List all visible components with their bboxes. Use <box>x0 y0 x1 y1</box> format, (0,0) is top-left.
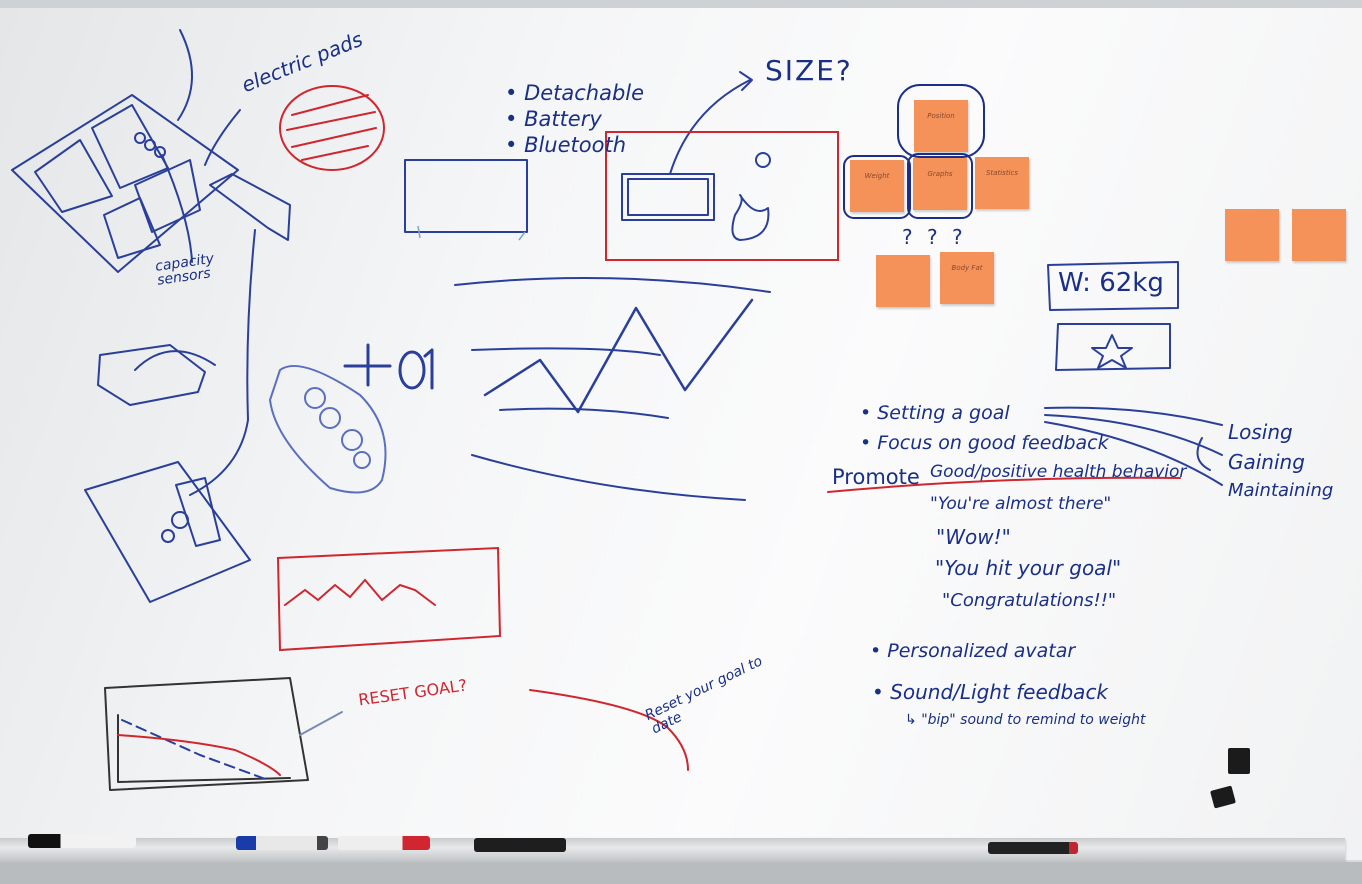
mat-sketch <box>11 94 239 273</box>
bottom-chart <box>104 677 309 791</box>
outcome-losing: Losing <box>1228 420 1293 444</box>
extra-item-text: Sound/Light feedback <box>890 680 1109 704</box>
sticky-note: Statistics <box>975 157 1029 209</box>
feature-item: • Bluetooth <box>505 133 627 157</box>
goal-bullet-text: Focus on good feedback <box>877 432 1109 454</box>
sticky-note: Position <box>914 100 968 152</box>
graph-zigzag <box>483 298 754 414</box>
box-sketch <box>97 344 206 406</box>
goal-bullet: • Focus on good feedback <box>860 432 1109 454</box>
black-marker-icon[interactable] <box>28 834 136 848</box>
goal-bullet-text: Setting a goal <box>877 402 1010 424</box>
phrase: "You hit your goal" <box>935 556 1122 580</box>
promote-word: Promote <box>832 465 920 489</box>
feature-label: Bluetooth <box>524 133 627 157</box>
red-frame <box>605 131 839 261</box>
outcome-gaining: Gaining <box>1228 450 1305 474</box>
promote-underline <box>827 476 1181 493</box>
weight-display-frame <box>1047 261 1179 311</box>
graph-top-line <box>454 276 771 293</box>
marker-tray <box>0 838 1345 862</box>
goal-bullet: • Setting a goal <box>860 402 1010 424</box>
feature-item: • Battery <box>505 107 602 131</box>
extra-item: ↳ "bip" sound to remind to weight <box>905 712 1146 728</box>
sticky-note: Weight <box>850 160 904 212</box>
phrase: "Congratulations!!" <box>942 590 1117 611</box>
extra-item-text: Personalized avatar <box>887 640 1076 662</box>
dark-marker-icon[interactable] <box>474 838 566 852</box>
size-question: SIZE? <box>765 54 853 87</box>
feature-label: Battery <box>524 107 602 131</box>
extra-item: • Personalized avatar <box>870 640 1076 662</box>
sticky-note <box>876 255 930 307</box>
red-circle <box>279 85 385 171</box>
sticky-note <box>1292 209 1346 261</box>
remote-sketch <box>269 364 387 494</box>
feature-label: Detachable <box>524 81 645 105</box>
pad-sketch <box>84 461 251 603</box>
display-sketch <box>621 173 715 221</box>
question-marks: ? ? ? <box>902 225 967 249</box>
outcome-maintaining: Maintaining <box>1228 480 1334 501</box>
red-graph-frame <box>276 546 502 652</box>
weight-readout: W: 62kg <box>1058 268 1164 298</box>
red-marker-icon[interactable] <box>338 836 430 850</box>
whiteboard <box>0 8 1362 860</box>
promote-behavior: Good/positive health behavior <box>930 462 1187 482</box>
dark-marker-icon[interactable] <box>988 842 1078 854</box>
sticky-note: Graphs <box>913 158 967 210</box>
extra-item: • Sound/Light feedback <box>872 680 1109 704</box>
phrase: "You're almost there" <box>930 494 1112 514</box>
blue-marker-icon[interactable] <box>236 836 328 850</box>
detachable-rectangle <box>404 159 528 233</box>
magnet-icon <box>1228 748 1250 774</box>
phrase: "Wow!" <box>936 525 1011 549</box>
sticky-note: Body Fat <box>940 252 994 304</box>
floor <box>0 862 1362 884</box>
extra-item-text: "bip" sound to remind to weight <box>921 712 1146 728</box>
feature-list: • Detachable • Battery • Bluetooth <box>505 80 644 158</box>
sticky-note <box>1225 209 1279 261</box>
feature-item: • Detachable <box>505 81 645 105</box>
wall <box>0 0 1362 10</box>
